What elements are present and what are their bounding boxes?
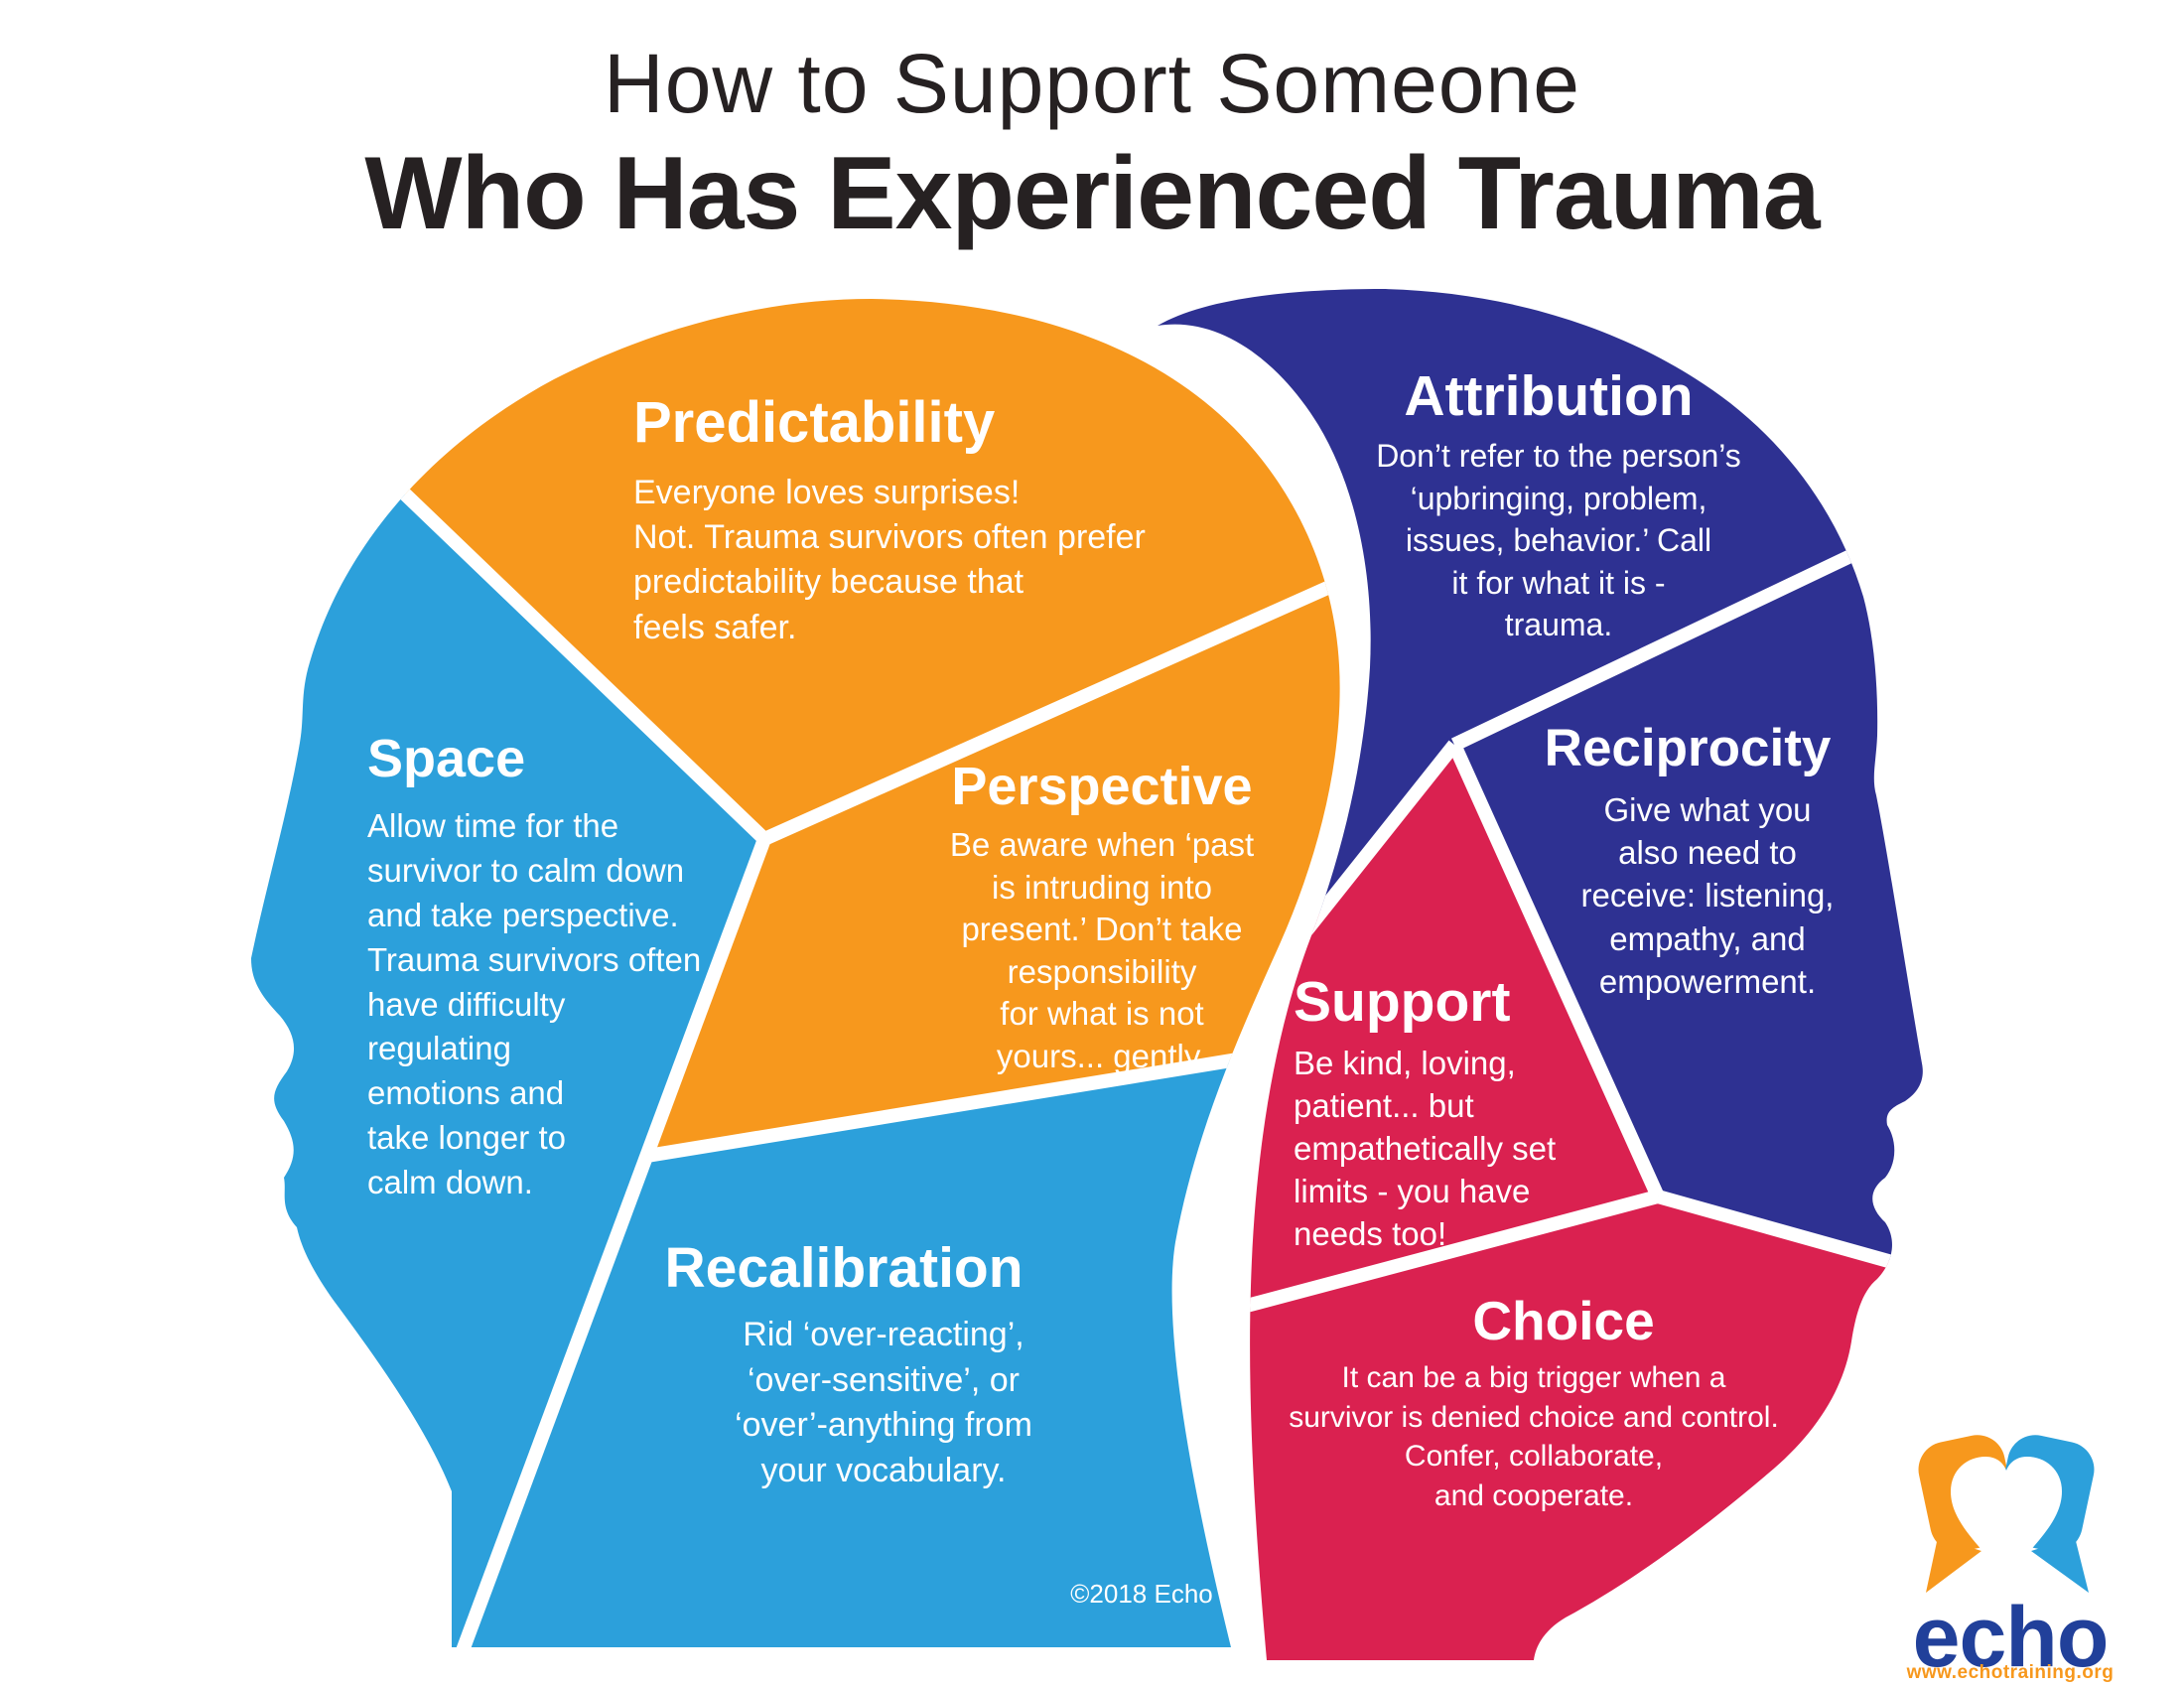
segment-predictability-title: Predictability [633, 390, 996, 455]
segment-recalibration-shape [449, 1035, 1340, 1647]
segment-reciprocity-shape [1454, 496, 1923, 1271]
segment-support-body: Be kind, loving, patient... but empathet… [1294, 1045, 1557, 1252]
segment-support-title: Support [1294, 970, 1511, 1034]
segment-perspective-body: Be aware when ‘past is intruding into pr… [949, 826, 1255, 1074]
echo-logo [1918, 1435, 2095, 1593]
segment-perspective-shape [647, 560, 1340, 1156]
segment-choice-title: Choice [1472, 1290, 1655, 1351]
heart-icon [1951, 1457, 2062, 1577]
page-title-line1: How to Support Someone [604, 37, 1580, 130]
segment-choice-body: It can be a big trigger when a survivor … [1289, 1361, 1779, 1512]
copyright-text: ©2018 Echo [1070, 1579, 1213, 1609]
segment-perspective-title: Perspective [951, 757, 1253, 816]
segment-space-title: Space [367, 729, 526, 788]
segment-recalibration-title: Recalibration [664, 1236, 1024, 1300]
segment-attribution-title: Attribution [1404, 364, 1694, 428]
speech-bubble-left-icon [1926, 1537, 1981, 1593]
page-title-line2: Who Has Experienced Trauma [364, 136, 1820, 251]
speech-bubble-right-icon [2031, 1537, 2089, 1593]
segment-predictability-shape [251, 299, 1340, 839]
website-url: www.echotraining.org [1906, 1662, 2115, 1683]
segment-space-body: Allow time for the survivor to calm down… [367, 807, 702, 1200]
segment-attribution-body: Don’t refer to the person’s ‘upbringing,… [1376, 438, 1741, 643]
segment-recalibration-body: Rid ‘over-reacting’, ‘over-sensitive’, o… [735, 1316, 1032, 1489]
brand-wordmark: echo [1912, 1590, 2110, 1685]
segment-reciprocity-title: Reciprocity [1544, 719, 1832, 777]
segment-reciprocity-body: Give what you also need to receive: list… [1580, 791, 1835, 1000]
left-head-shape [251, 299, 1340, 1647]
segment-predictability-body: Everyone loves surprises! Not. Trauma su… [633, 474, 1146, 646]
right-head-divider-lines [1211, 490, 1923, 1322]
segment-space-shape [251, 391, 764, 1647]
